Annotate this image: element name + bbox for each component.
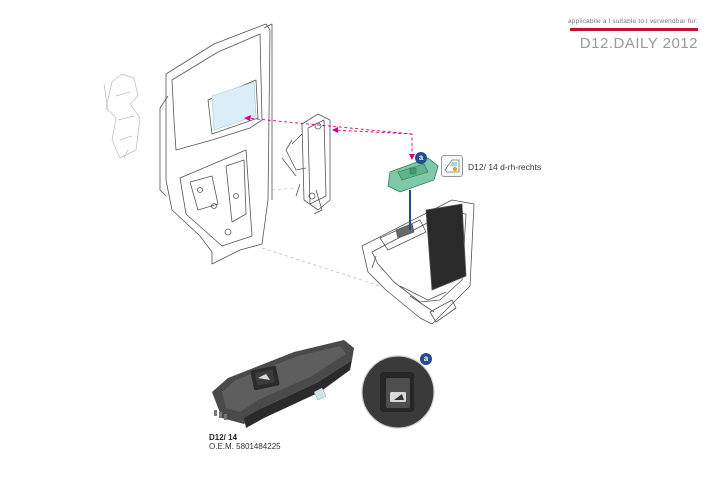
leader-arrowheads xyxy=(244,115,415,160)
door-shell xyxy=(159,23,273,265)
applicability-note: applicabile a l suitable to l verwendbar… xyxy=(567,18,698,25)
window-regulator xyxy=(281,113,331,215)
model-title: D12.DAILY 2012 xyxy=(579,35,698,52)
header-red-rule xyxy=(570,28,698,31)
detail-badge-a: a xyxy=(420,353,432,365)
door-glass xyxy=(211,81,257,131)
highlighted-switch xyxy=(387,157,439,193)
door-trim-panel xyxy=(361,199,475,325)
callout-badge-a: a xyxy=(415,152,427,164)
right-hand-door-icon xyxy=(441,155,463,177)
switch-detail-circle xyxy=(361,355,435,429)
seat-outline xyxy=(103,73,141,159)
part-code: D12/ 14 xyxy=(209,433,238,442)
switch-product-photo xyxy=(212,340,354,428)
oem-number: O.E.M. 5801484225 xyxy=(209,442,281,451)
variant-label: D12/ 14 d-rh-rechts xyxy=(468,162,542,172)
